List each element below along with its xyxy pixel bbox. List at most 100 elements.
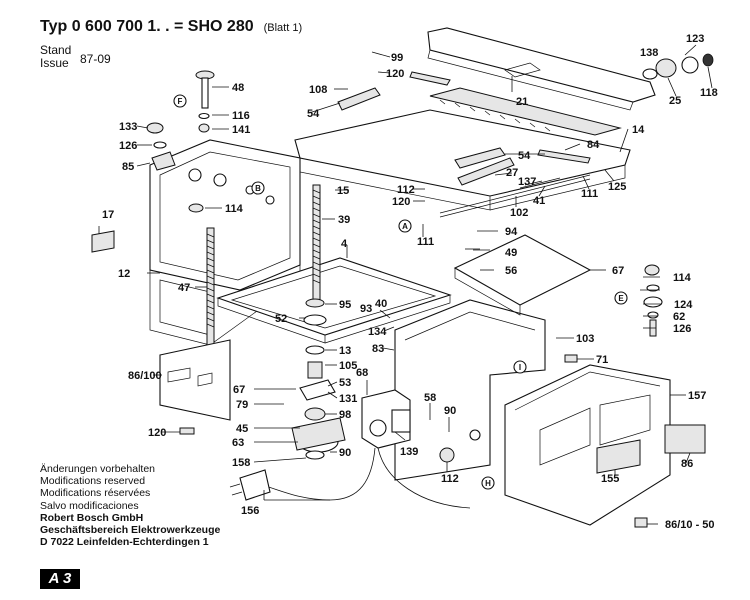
part-label: 103 [576, 333, 594, 345]
svg-text:E: E [618, 294, 624, 303]
part-label: 157 [688, 390, 706, 402]
part-label: 98 [339, 409, 351, 421]
part-label: 155 [601, 473, 619, 485]
part-label: 123 [686, 33, 704, 45]
guard-slats-part [429, 87, 622, 136]
part-label: 139 [400, 446, 418, 458]
part-label: 49 [505, 247, 517, 259]
part-label: 105 [339, 360, 357, 372]
part-label: 48 [232, 82, 244, 94]
part-label: 95 [339, 299, 351, 311]
part-label: 158 [232, 457, 250, 469]
infeed-table-part [427, 27, 656, 111]
part-label: 71 [596, 354, 608, 366]
part-label: 111 [581, 188, 598, 200]
lever-bar-84 [454, 147, 506, 169]
callout-E: E [614, 291, 628, 305]
note-line: Salvo modificaciones [40, 499, 139, 512]
part-label: 111 [417, 236, 434, 248]
part-label: 53 [339, 377, 351, 389]
part-label: 141 [232, 124, 250, 136]
left-housing-part [149, 139, 301, 346]
part-label: 45 [236, 423, 248, 435]
washer-47 [646, 284, 660, 292]
spring-washer-62 [643, 296, 663, 308]
nut-141 [198, 123, 210, 133]
part-label: 108 [309, 84, 327, 96]
label-plate-17 [91, 230, 115, 253]
callout-F: F [173, 94, 187, 108]
svg-text:B: B [255, 184, 261, 193]
label-plate-155 [664, 424, 706, 454]
part-label: 39 [338, 214, 350, 226]
part-label: 79 [236, 399, 248, 411]
side-cover-left-part [159, 339, 231, 421]
svg-text:F: F [178, 97, 183, 106]
part-label: 67 [233, 384, 245, 396]
note-line: Modifications reserved [40, 475, 146, 488]
notes-block: Änderungen vorbehalten Modifications res… [40, 463, 220, 548]
part-label: 54 [518, 150, 531, 162]
part-label: 131 [339, 393, 357, 405]
part-label: 67 [612, 265, 624, 277]
label-plate-156 [596, 439, 641, 474]
lever-plate-right [537, 149, 591, 164]
part-label: 86 [681, 458, 693, 470]
part-label: 47 [178, 282, 190, 294]
model-title: Typ 0 600 700 1. . = SHO 280 [40, 18, 254, 35]
part-label: 25 [669, 95, 681, 107]
part-label: 17 [102, 209, 114, 221]
part-label: 114 [225, 203, 244, 215]
motor-cable [377, 447, 471, 509]
callout-B: B [251, 181, 265, 195]
screw-93 [634, 517, 648, 528]
part-label: 56 [505, 265, 517, 277]
part-label: 14 [632, 124, 645, 136]
part-label: 156 [241, 505, 259, 517]
part-label: 52 [275, 313, 287, 325]
part-label: 94 [505, 226, 518, 238]
sheet-label: (Blatt 1) [263, 22, 303, 34]
part-label: 86/10 - 50 [665, 519, 715, 531]
part-label: 134 [368, 326, 387, 338]
part-label: 120 [148, 427, 166, 439]
threaded-rod-41 [439, 174, 591, 214]
issue-label: Issue [40, 56, 69, 70]
work-table-plate-part [216, 257, 452, 344]
part-label: 112 [441, 473, 459, 485]
part-label: 125 [608, 181, 626, 193]
lever-bar-27 [457, 157, 515, 186]
part-label: 133 [119, 121, 137, 133]
page-badge: A 3 [40, 569, 80, 589]
knob-48-part [195, 70, 215, 109]
part-label: 126 [673, 323, 691, 335]
part-label: 93 [360, 303, 372, 315]
part-label: 120 [392, 196, 410, 208]
stand-label: Stand [40, 43, 72, 57]
svg-text:A: A [402, 222, 408, 231]
part-label: 114 [673, 272, 692, 284]
spindle-left-part [206, 227, 215, 349]
part-label: 90 [444, 405, 456, 417]
plug-part [229, 469, 271, 501]
part-label: 15 [337, 185, 349, 197]
pulley-assembly-part [642, 53, 714, 80]
power-cable [261, 447, 376, 501]
leader-lines [98, 44, 713, 525]
part-label: 21 [516, 96, 528, 108]
callout-A: A [398, 219, 412, 233]
part-label: 99 [391, 52, 403, 64]
part-label: 85 [122, 161, 134, 173]
company-line: Robert Bosch GmbH [40, 511, 144, 524]
part-label: 40 [375, 298, 387, 310]
thumb-screw-133 [146, 122, 164, 134]
drive-chain-part [291, 417, 346, 451]
part-label: 90 [339, 447, 351, 459]
part-label: 116 [232, 110, 250, 122]
stand-labels: Stand Issue [40, 44, 71, 70]
company-line: D 7022 Leinfelden-Echterdingen 1 [40, 536, 209, 549]
part-label: 13 [339, 345, 351, 357]
part-label: 84 [587, 139, 600, 151]
note-line: Modifications réservées [40, 487, 151, 500]
